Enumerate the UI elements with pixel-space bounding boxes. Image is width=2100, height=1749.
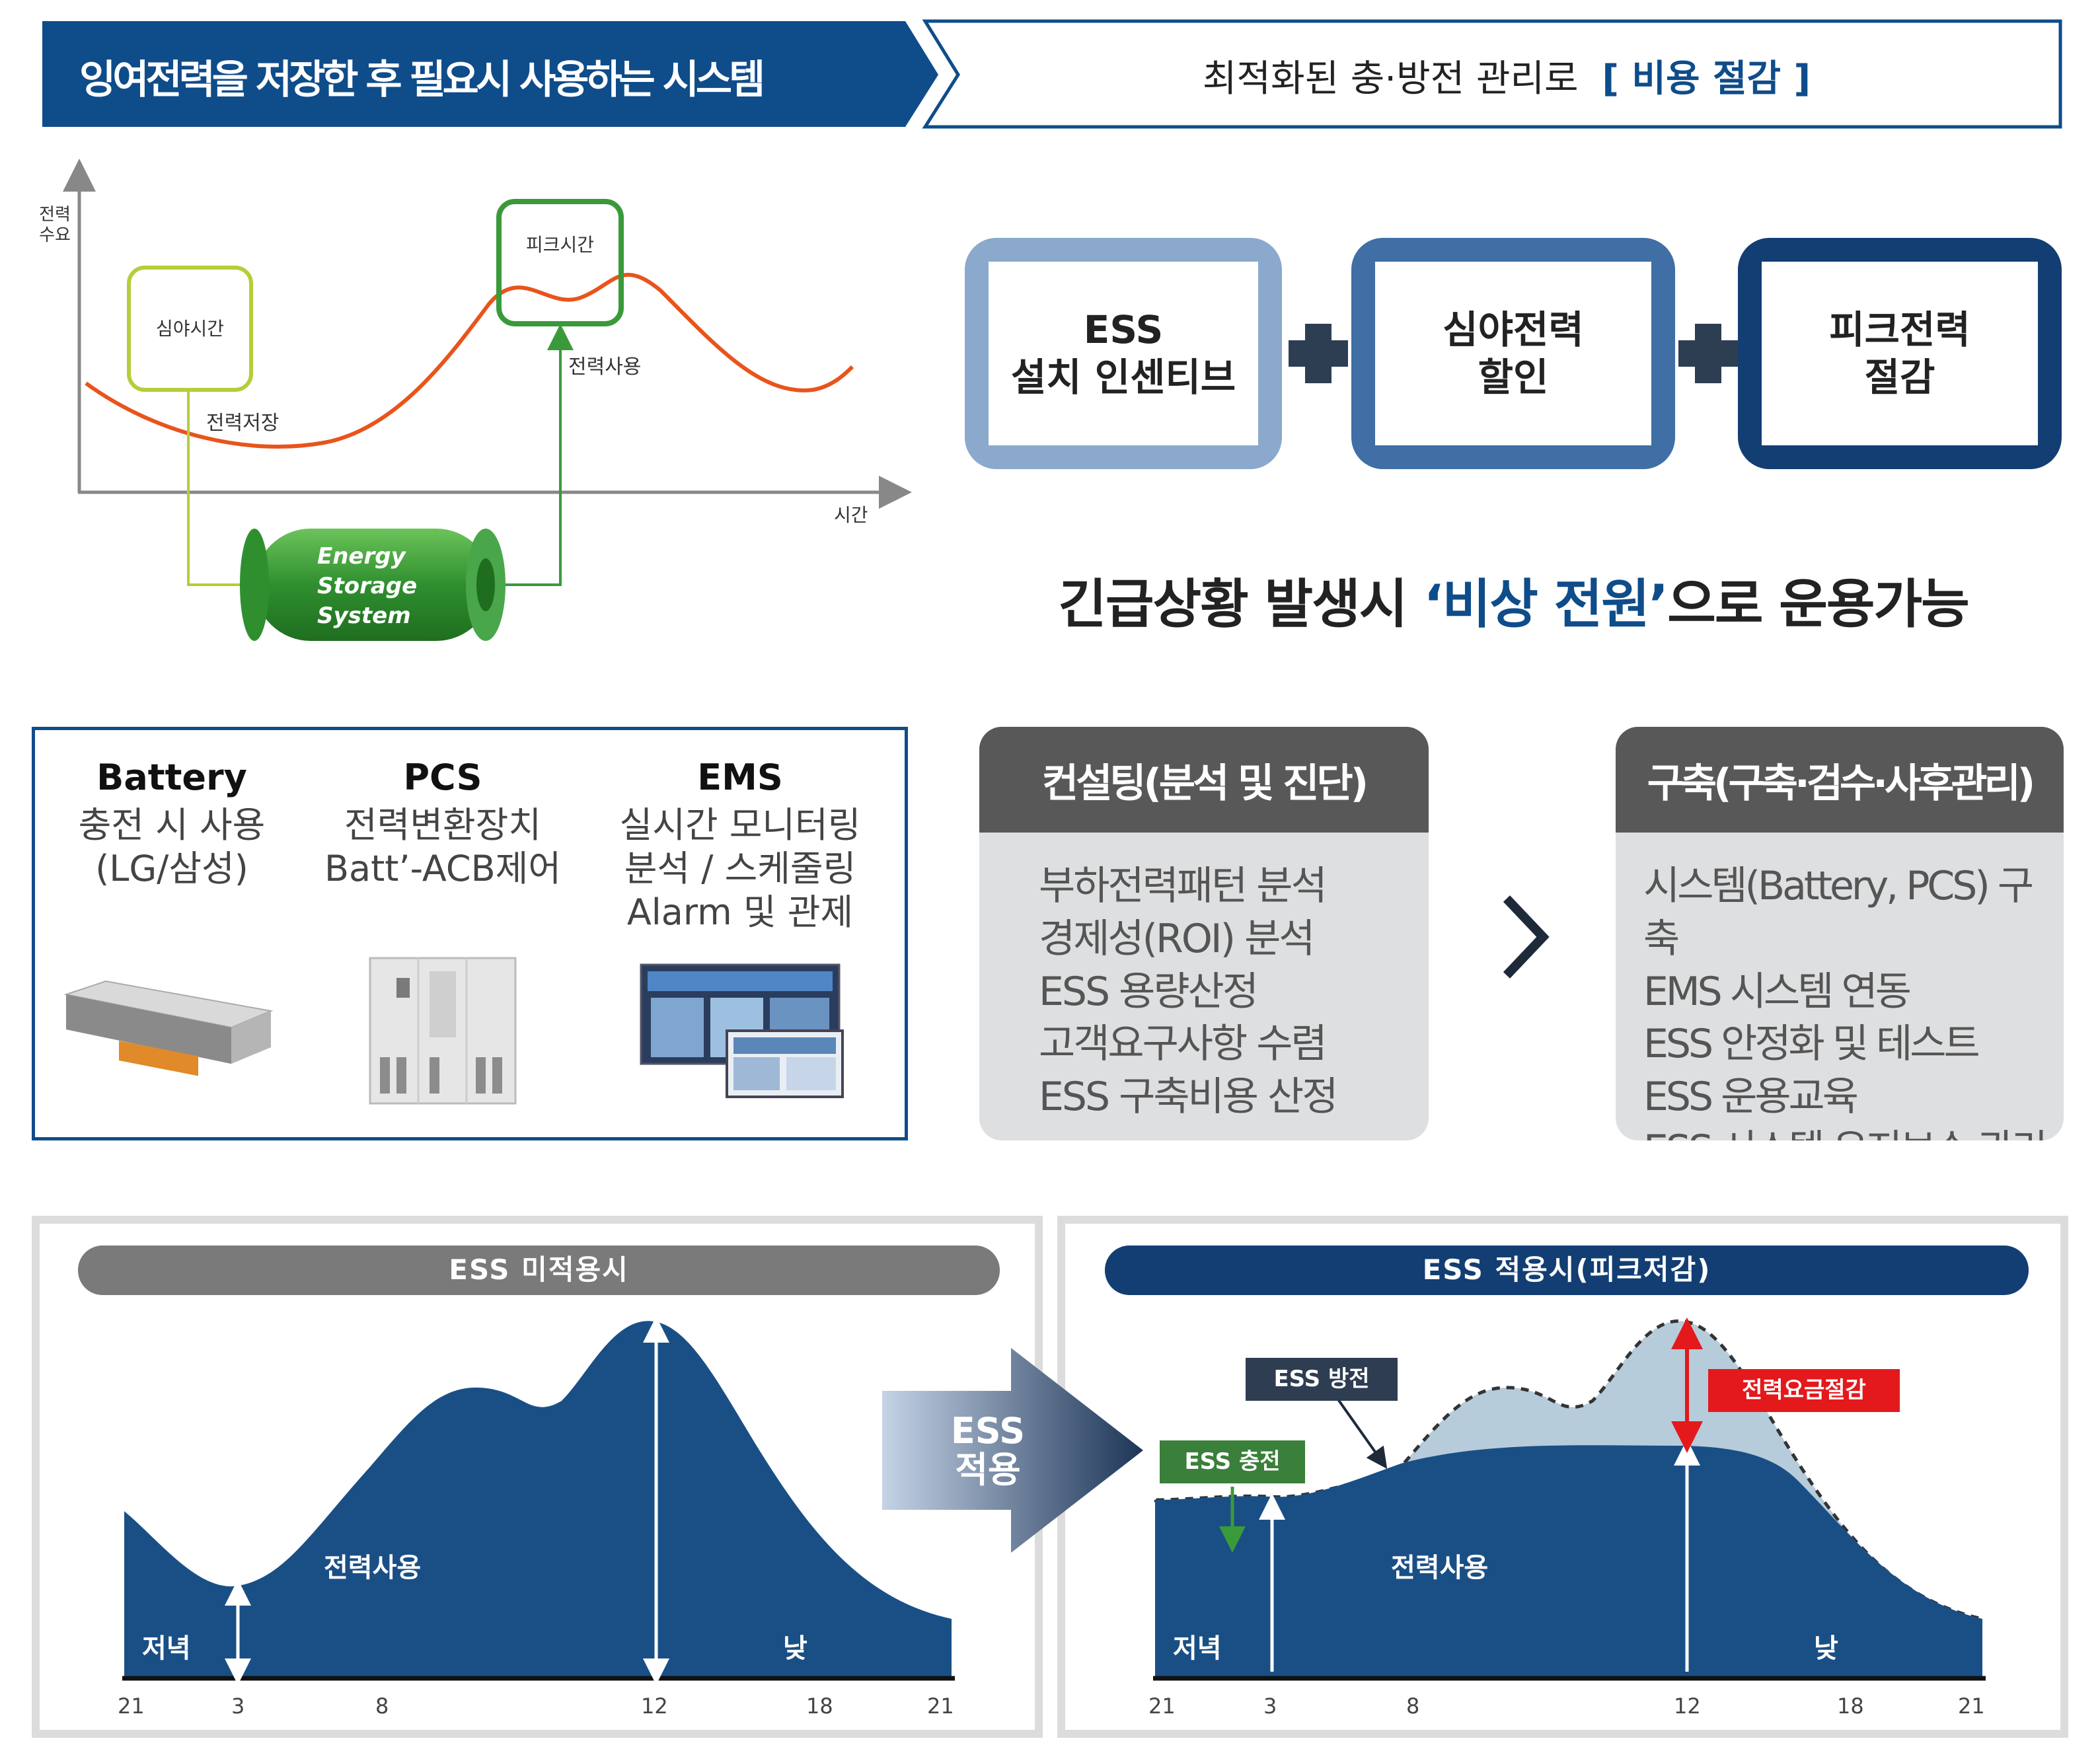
right-tick-12: 12 [1674, 1693, 1701, 1719]
components-panel [32, 727, 908, 1140]
service-arrow [1503, 895, 1550, 979]
header-right-highlight: [ 비용 절감 ] [1602, 57, 1811, 100]
right-tick-21b: 21 [1958, 1693, 1985, 1719]
component-battery: Battery 충전 시 사용 (LG/삼성) [46, 757, 297, 891]
construction-item: ESS 안정화 및 테스트 [1643, 1021, 1980, 1068]
x-axis-label: 시간 [834, 504, 868, 526]
battery-label-energy: Energy [317, 543, 406, 570]
benefit-ess-incentive: ESS 설치 인센티브 [1010, 307, 1236, 400]
header-right-label: 최적화된 충·방전 관리로 [1202, 57, 1579, 100]
battery-label-system: System [317, 602, 411, 629]
service-consulting-title: 컨설팅(분석 및 진단) [979, 727, 1429, 833]
consulting-item: ESS 용량산정 [1039, 968, 1259, 1015]
component-ems-title: EMS [697, 757, 783, 798]
construction-item: ESS 운용교육 [1643, 1074, 1859, 1121]
right-usage-label: 전력사용 [1391, 1553, 1489, 1583]
ems-monitor-image [640, 963, 844, 1098]
right-tick-18: 18 [1837, 1693, 1864, 1719]
header-shapes [42, 19, 2062, 129]
component-battery-title: Battery [96, 757, 247, 798]
consulting-item: 경제성(ROI) 분석 [1039, 915, 1316, 962]
component-pcs-title: PCS [403, 757, 482, 798]
component-ems-desc: 실시간 모니터링 분석 / 스케줄링 Alarm 및 관제 [619, 804, 861, 933]
construction-item: ESS 시스템 유지보수 관리 [1643, 1124, 2064, 1140]
chevron-right-icon [1503, 895, 1550, 979]
battery-label-storage: Storage [317, 572, 418, 599]
emergency-prefix: 긴급상황 발생시 [1058, 574, 1424, 635]
emergency-power-note: 긴급상황 발생시 ‘비상 전원’으로 운용가능 [965, 562, 2062, 638]
header-right-text: 최적화된 충·방전 관리로 [ 비용 절감 ] [978, 49, 2035, 102]
component-pcs: PCS 전력변환장치 Batt’-ACB제어 [311, 757, 575, 891]
consulting-item: 고객요구사항 수렴 [1039, 1021, 1328, 1068]
component-images [63, 957, 844, 1105]
ess-apply-arrow-text: ESS 적용 [950, 1409, 1026, 1491]
left-tick-21b: 21 [927, 1693, 954, 1719]
left-tick-18: 18 [806, 1693, 833, 1719]
construction-item: EMS 시스템 연동 [1643, 968, 1912, 1015]
benefits-shapes [965, 238, 2062, 469]
service-consulting-panel: 컨설팅(분석 및 진단) 부하전력패턴 분석 경제성(ROI) 분석 ESS 용… [979, 727, 1429, 1140]
comparison-left-title: ESS 미적용시 [449, 1253, 629, 1286]
use-label: 전력사용 [568, 355, 642, 379]
left-usage-label: 전력사용 [324, 1553, 422, 1583]
emergency-suffix: 으로 운용가능 [1667, 574, 1969, 635]
pcs-cabinet-image [369, 957, 517, 1105]
service-construction-list: 시스템(Battery, PCS) 구축 EMS 시스템 연동 ESS 안정화 … [1616, 833, 2064, 1140]
right-tick-8: 8 [1406, 1693, 1420, 1719]
service-consulting-list: 부하전력패턴 분석 경제성(ROI) 분석 ESS 용량산정 고객요구사항 수렴… [979, 833, 1429, 1124]
battery-label: Energy Storage System [317, 542, 417, 631]
night-time-label: 심야시간 [155, 318, 225, 340]
right-tick-3: 3 [1263, 1693, 1277, 1719]
component-pcs-desc: 전력변환장치 Batt’-ACB제어 [324, 804, 562, 889]
benefit-night-discount: 심야전력 할인 [1443, 307, 1584, 400]
service-construction-panel: 구축(구축·검수·사후관리) 시스템(Battery, PCS) 구축 EMS … [1616, 727, 2064, 1140]
demand-curve-graphics [63, 159, 912, 641]
benefit-peak-reduction: 피크전력 절감 [1829, 307, 1970, 400]
comparison-right-title: ESS 적용시(피크저감) [1422, 1253, 1711, 1286]
consulting-item: ESS 구축비용 산정 [1039, 1074, 1338, 1121]
emergency-highlight: ‘비상 전원’ [1423, 574, 1669, 635]
ess-charge-label: ESS 충전 [1184, 1448, 1281, 1475]
battery-rack-image [63, 980, 274, 1076]
y-axis-label: 전력 수요 [39, 205, 71, 246]
savings-label: 전력요금절감 [1742, 1377, 1866, 1404]
left-tick-21a: 21 [118, 1693, 145, 1719]
right-usage-area [1155, 1445, 1982, 1678]
left-evening-label: 저녁 [142, 1633, 191, 1664]
consulting-item: 부하전력패턴 분석 [1039, 863, 1328, 909]
peak-time-label: 피크시간 [525, 233, 595, 256]
right-tick-21a: 21 [1148, 1693, 1176, 1719]
right-day-label: 낮 [1814, 1633, 1838, 1664]
service-construction-title: 구축(구축·검수·사후관리) [1616, 727, 2064, 833]
component-ems: EMS 실시간 모니터링 분석 / 스케줄링 Alarm 및 관제 [588, 757, 892, 934]
component-battery-desc: 충전 시 사용 (LG/삼성) [78, 804, 266, 889]
left-day-label: 낮 [783, 1633, 807, 1664]
header-left-title: 잉여전력을 저장한 후 필요시 사용하는 시스템 [79, 57, 765, 103]
left-tick-8: 8 [375, 1693, 389, 1719]
right-evening-label: 저녁 [1173, 1633, 1222, 1664]
left-tick-3: 3 [231, 1693, 245, 1719]
left-usage-area [124, 1321, 952, 1678]
left-tick-12: 12 [641, 1693, 668, 1719]
ess-discharge-label: ESS 방전 [1273, 1366, 1370, 1393]
construction-item: 시스템(Battery, PCS) 구축 [1643, 863, 2034, 962]
store-label: 전력저장 [206, 412, 280, 435]
